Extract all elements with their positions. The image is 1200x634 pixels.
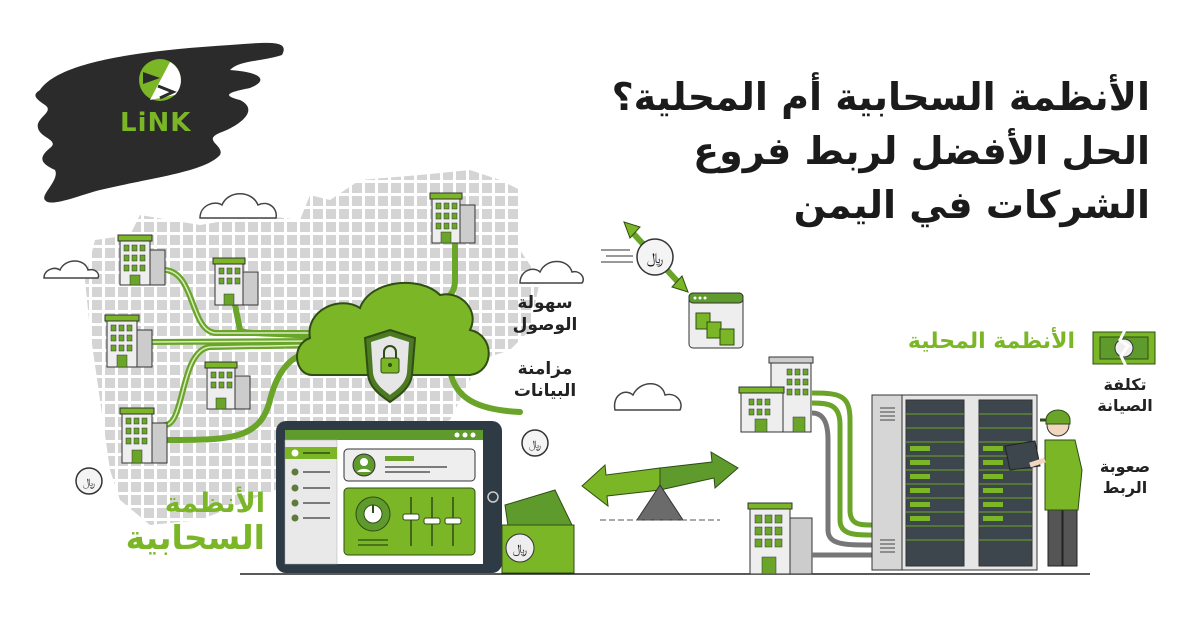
cloud-shield-lock-icon xyxy=(296,282,490,404)
balance-seesaw-icon xyxy=(581,451,739,521)
rial-coin-icon: ﷼ ﷼ xyxy=(75,429,549,495)
cloud-systems-label: الأنظمة السحابية xyxy=(125,488,265,557)
broken-money-icon xyxy=(1092,329,1156,367)
benefit-easy-access: سهولة الوصول xyxy=(512,293,578,335)
drawback-maintenance-cost: تكلفة الصيانة xyxy=(1097,375,1153,415)
local-cables xyxy=(811,390,873,558)
svg-text:﷼: ﷼ xyxy=(513,542,527,557)
title-line-1: الأنظمة السحابية أم المحلية؟ xyxy=(611,75,1150,119)
svg-text:﷼: ﷼ xyxy=(83,476,95,490)
svg-text:﷼: ﷼ xyxy=(529,438,541,452)
drawback-connection-difficulty: صعوبة الربط xyxy=(1099,457,1151,497)
title-line-2: الحل الأفضل لربط فروع xyxy=(693,129,1150,173)
svg-text:﷼: ﷼ xyxy=(647,249,664,268)
logo-text: LiNK xyxy=(120,108,192,138)
benefit-data-sync: مزامنة البيانات xyxy=(513,359,577,401)
file-window-icon xyxy=(688,292,744,349)
server-rack-icon xyxy=(871,394,1038,571)
money-bills-icon: ﷼ xyxy=(501,489,575,574)
office-building-icon xyxy=(104,192,476,464)
local-systems-label: الأنظمة المحلية xyxy=(907,329,1075,354)
tablet-dashboard-icon xyxy=(276,421,502,573)
logo-brush xyxy=(35,42,284,203)
title-line-3: الشركات في اليمن xyxy=(793,183,1150,227)
logo-mark-icon xyxy=(139,59,181,101)
office-building-icon xyxy=(738,356,814,575)
decor-clouds xyxy=(43,193,682,411)
page-title: الأنظمة السحابية أم المحلية؟ الحل الأفضل… xyxy=(530,70,1150,232)
cloud-cables-highlight xyxy=(149,269,321,426)
rial-transfer-icon: ﷼ xyxy=(601,221,689,293)
technician-icon xyxy=(1004,409,1083,567)
